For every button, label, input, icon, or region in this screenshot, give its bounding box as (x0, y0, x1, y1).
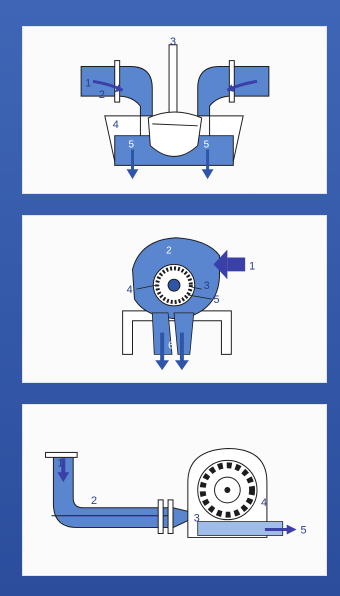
runner-hub (167, 278, 181, 292)
runner-blade (152, 123, 198, 127)
label-5-left: 5 (129, 140, 135, 151)
label-6: 6 (168, 340, 174, 351)
shaft (168, 44, 178, 115)
nozzle (172, 507, 191, 529)
label-3: 3 (204, 280, 210, 292)
label-2: 2 (166, 246, 172, 257)
panel-1-diagram: 3 1 2 4 5 5 (80, 36, 270, 180)
runner (147, 111, 203, 157)
right-flange (228, 60, 235, 103)
label-2: 2 (99, 89, 105, 101)
label-4: 4 (113, 119, 119, 131)
panel-2-diagram: 1 2 3 4 5 6 (122, 237, 255, 371)
penstock (47, 455, 173, 529)
label-4: 4 (261, 497, 267, 509)
label-1: 1 (249, 260, 255, 272)
label-1: 1 (85, 77, 91, 89)
pelton-wheel (197, 459, 258, 521)
label-3: 3 (194, 513, 200, 525)
panel-3: 1 2 3 4 5 (22, 404, 327, 576)
left-flange (114, 60, 121, 103)
label-1: 1 (57, 457, 63, 469)
label-5: 5 (214, 294, 220, 306)
label-3: 3 (170, 36, 176, 48)
panel-1: 3 1 2 4 5 5 (22, 26, 327, 194)
label-5: 5 (301, 524, 307, 536)
tailwater (197, 521, 284, 536)
valve-flange-2 (167, 499, 174, 534)
label-2: 2 (91, 495, 97, 507)
inlet-arrow-head (213, 249, 228, 280)
panel-2: 1 2 3 4 5 6 (22, 215, 327, 383)
panel-3-diagram: 1 2 3 4 5 (45, 447, 307, 538)
inlet-arrow-body (227, 257, 246, 272)
label-4: 4 (127, 284, 133, 296)
penstock-cap (45, 451, 78, 458)
label-5-right: 5 (204, 140, 210, 151)
valve-flange (157, 499, 164, 534)
